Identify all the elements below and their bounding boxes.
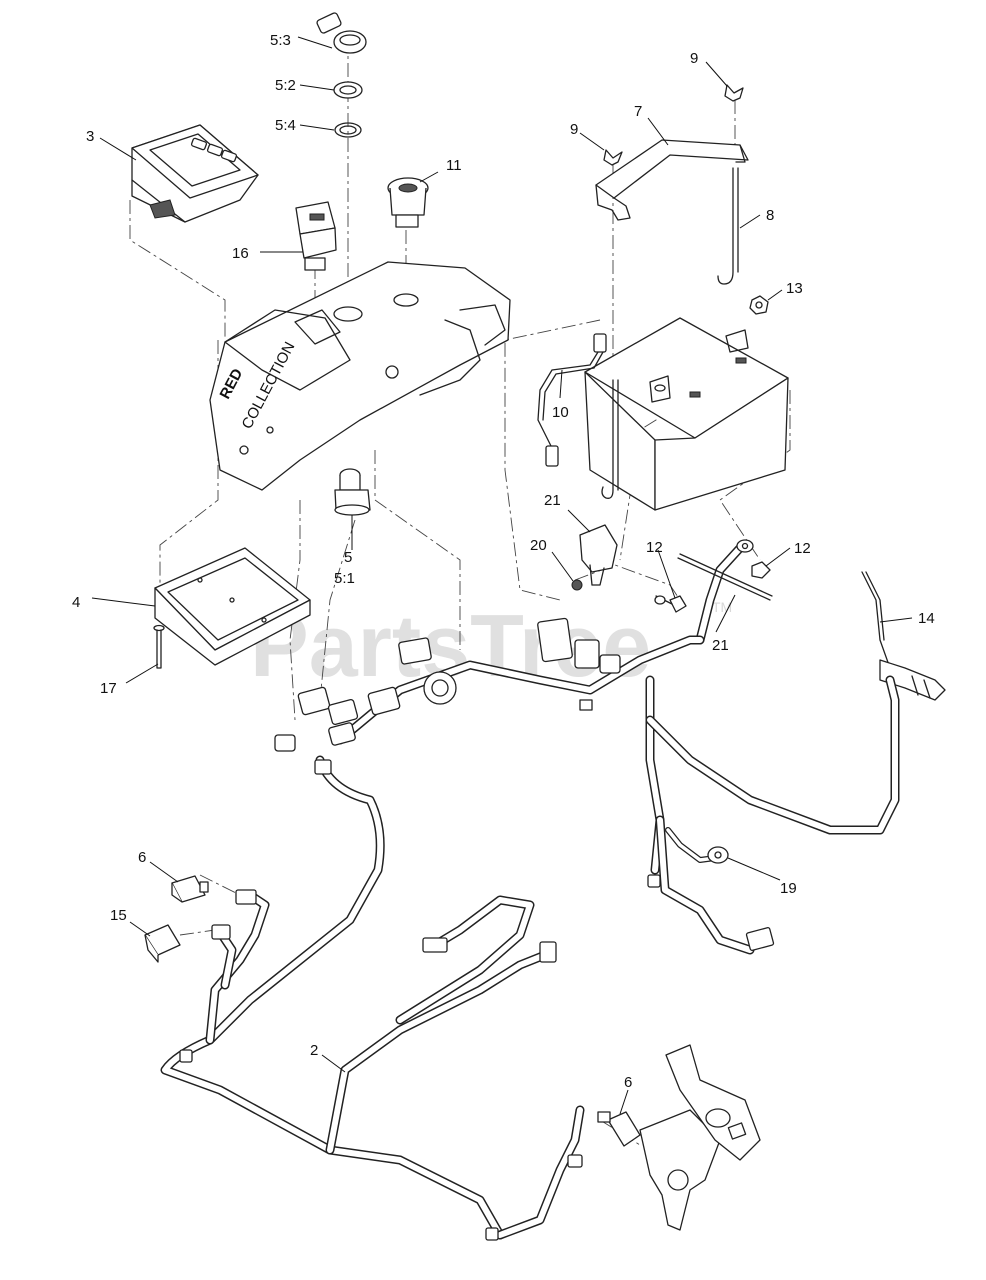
- callout-12-a: 12: [646, 539, 663, 556]
- callout-12-b: 12: [794, 540, 811, 557]
- control-module: [154, 547, 311, 666]
- wing-nut-a: [603, 149, 623, 166]
- callout-5-3: 5:3: [270, 32, 291, 49]
- callout-3: 3: [86, 128, 94, 145]
- display-module: [131, 124, 259, 223]
- fuse-wire: [537, 333, 607, 467]
- ground-terminal: [707, 846, 729, 864]
- callout-8: 8: [766, 207, 774, 224]
- terminal-boot: [579, 524, 618, 586]
- callout-labels: 5:3 5:2 5:4 3 16 11 9 9 7 8 13 10 21 20 …: [72, 32, 935, 1091]
- switch-15: [144, 924, 181, 963]
- callout-21-b: 21: [712, 637, 729, 654]
- callout-9-b: 9: [690, 50, 698, 67]
- callout-14: 14: [918, 610, 935, 627]
- power-outlet: [387, 177, 429, 228]
- ignition-nut: [333, 81, 363, 99]
- ignition-switch: [334, 468, 371, 516]
- brake-bracket: [639, 1044, 761, 1231]
- leader-lines: [91, 36, 913, 1115]
- callout-7: 7: [634, 103, 642, 120]
- relay-lower: [597, 1111, 641, 1147]
- callout-11: 11: [446, 157, 462, 174]
- cable-bolt-a: [654, 595, 687, 613]
- callout-2: 2: [310, 1042, 318, 1059]
- callout-9-a: 9: [570, 121, 578, 138]
- battery-hold-down: [595, 139, 749, 221]
- relay-upper: [171, 875, 209, 903]
- console-body: RED COLLECTION: [209, 261, 511, 491]
- wiring-harness: [160, 635, 900, 1240]
- callout-5: 5: [344, 549, 352, 566]
- battery-cable: [677, 539, 773, 645]
- callout-5-1: 5:1: [334, 570, 355, 587]
- callout-17: 17: [100, 680, 117, 697]
- callout-13: 13: [786, 280, 803, 297]
- callout-4: 4: [72, 594, 80, 611]
- terminal-bolt: [571, 579, 583, 591]
- callout-6-b: 6: [624, 1074, 632, 1091]
- callout-15: 15: [110, 907, 127, 924]
- terminal-nut: [749, 295, 769, 315]
- hold-down-rod: [717, 167, 739, 285]
- harness-connectors: [179, 617, 775, 1241]
- callout-20: 20: [530, 537, 547, 554]
- callout-5-2: 5:2: [275, 77, 296, 94]
- ignition-washer: [334, 122, 362, 138]
- fuel-sensor: [861, 571, 946, 701]
- callout-16: 16: [232, 245, 249, 262]
- callout-6-a: 6: [138, 849, 146, 866]
- cable-bolt-b: [751, 561, 771, 579]
- hold-down-rod-left: [601, 379, 619, 499]
- pto-switch: [295, 201, 337, 271]
- ignition-key: [316, 12, 367, 54]
- mounting-screw: [153, 624, 165, 669]
- callout-10: 10: [552, 404, 569, 421]
- callout-21-a: 21: [544, 492, 561, 509]
- battery: [584, 317, 789, 511]
- callout-19: 19: [780, 880, 797, 897]
- callout-5-4: 5:4: [275, 117, 296, 134]
- wing-nut-b: [724, 84, 744, 102]
